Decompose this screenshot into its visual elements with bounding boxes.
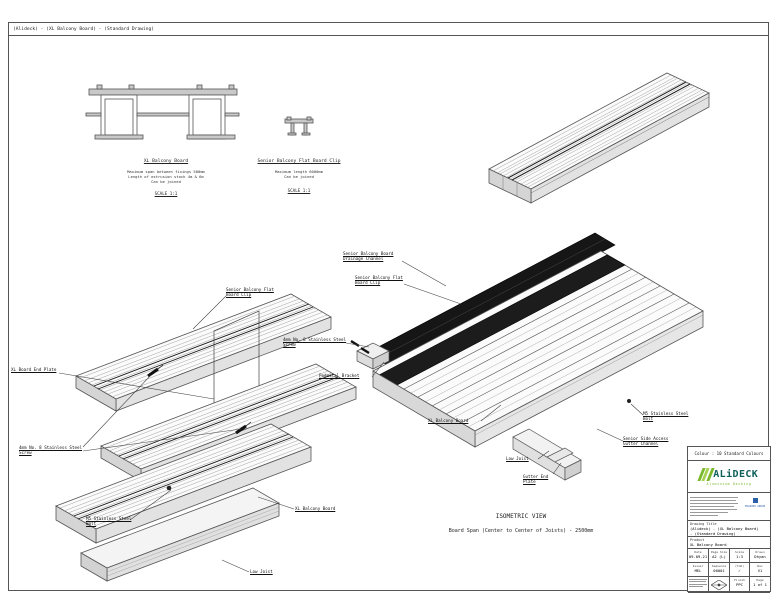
label-clip-exploded: Senior Balcony Flat Board Clip	[226, 287, 274, 298]
label-board-assembly: XL Balcony Board	[428, 418, 469, 423]
label-screw-exploded: 4mm No. 8 Stainless Steel Screw	[19, 445, 83, 456]
brand-name: ALiDECK	[713, 468, 759, 480]
clip-scale: SCALE 1:1	[287, 188, 311, 193]
label-screw-assembly: 4mm No. 8 Stainless Steel Screw	[283, 337, 347, 348]
drawing-title-label: Drawing Title	[690, 522, 717, 526]
legal-text	[690, 495, 740, 518]
product-value: XL Balcony Board	[690, 542, 727, 547]
label-board-exploded: XL Balcony Board	[295, 506, 336, 511]
drawing-canvas	[55, 72, 710, 582]
xl-board-section-title: XL Balcony Board	[143, 159, 189, 164]
assembly-view-drawing	[345, 232, 704, 481]
clip-section-drawing	[284, 116, 314, 136]
clip-note-1: Maximum length 6000mm	[274, 169, 323, 174]
drawing-title-box: Drawing Title (Alideck) - (XL Balcony Bo…	[688, 521, 770, 537]
milwood-group-logo: MILWOOD GROUP	[742, 495, 768, 518]
label-drainage-channel: Senior Balcony Board Drainage Channel	[343, 251, 394, 262]
isometric-board-drawing	[488, 72, 710, 204]
label-end-plate: XL Board End Plate	[11, 367, 57, 372]
certification-icon	[710, 579, 728, 591]
label-gutter-end-plate: Gutter End Plate	[523, 474, 549, 485]
certification-logo-cell	[709, 577, 730, 593]
isometric-view-caption: ISOMETRIC VIEW	[495, 513, 547, 520]
exploded-view-drawing	[55, 293, 357, 582]
clip-note-2: Can be joined	[284, 174, 314, 179]
legal-note-box: MILWOOD GROUP	[688, 493, 770, 521]
label-joist-exploded: Low Joist	[250, 569, 273, 574]
product-box: Product XL Balcony Board	[688, 537, 770, 549]
drawing-title-line2: - (Standard Drawing)	[690, 531, 736, 536]
label-clip-assembly: Senior Balcony Flat Board Clip	[355, 275, 403, 286]
title-block: Colour : 10 Standard Colours ALiDECK Alu…	[687, 446, 771, 593]
tod-cell: (ToD)✓	[730, 563, 750, 577]
alideck-logo: ALiDECK Aluminium Decking	[688, 461, 770, 493]
colour-note: Colour : 10 Standard Colours	[688, 447, 770, 461]
xl-board-section-drawing	[85, 84, 240, 140]
label-bolt-exploded: M5 Stainless Steel Bolt	[86, 516, 132, 527]
xl-board-note-1: Maximum span between fixings 500mm	[127, 169, 205, 174]
sheet-header-title: (Alideck) - (XL Balcony Board) - (Standa…	[9, 23, 768, 36]
drawing-title-line1: (Alideck) - (XL Balcony Board)	[690, 526, 759, 531]
brand-tagline: Aluminium Decking	[706, 481, 752, 486]
xl-board-note-3: Can be joined	[151, 179, 181, 184]
small-print-cell	[688, 577, 709, 593]
product-label: Product	[690, 538, 705, 542]
partner-name: MILWOOD GROUP	[744, 505, 766, 509]
label-gutter-channel: Senior Side Access Gutter Channel	[623, 436, 669, 447]
clip-section-title: Senior Balcony Flat Board Clip	[257, 159, 341, 164]
xl-board-note-2: Length of extrusion stock 4m & 6m	[128, 174, 204, 179]
label-joist-assembly: Low Joist	[506, 456, 529, 461]
label-pedestal-bracket: Pedestal Bracket	[319, 373, 360, 378]
board-span-caption: Board Span (Center to Center of Joists) …	[448, 528, 594, 534]
label-bolt-assembly: M5 Stainless Steel Bolt	[643, 411, 689, 422]
drawing-sheet: (Alideck) - (XL Balcony Board) - (Standa…	[8, 22, 771, 593]
xl-board-scale: SCALE 1:1	[154, 191, 178, 196]
milwood-icon	[752, 498, 758, 503]
